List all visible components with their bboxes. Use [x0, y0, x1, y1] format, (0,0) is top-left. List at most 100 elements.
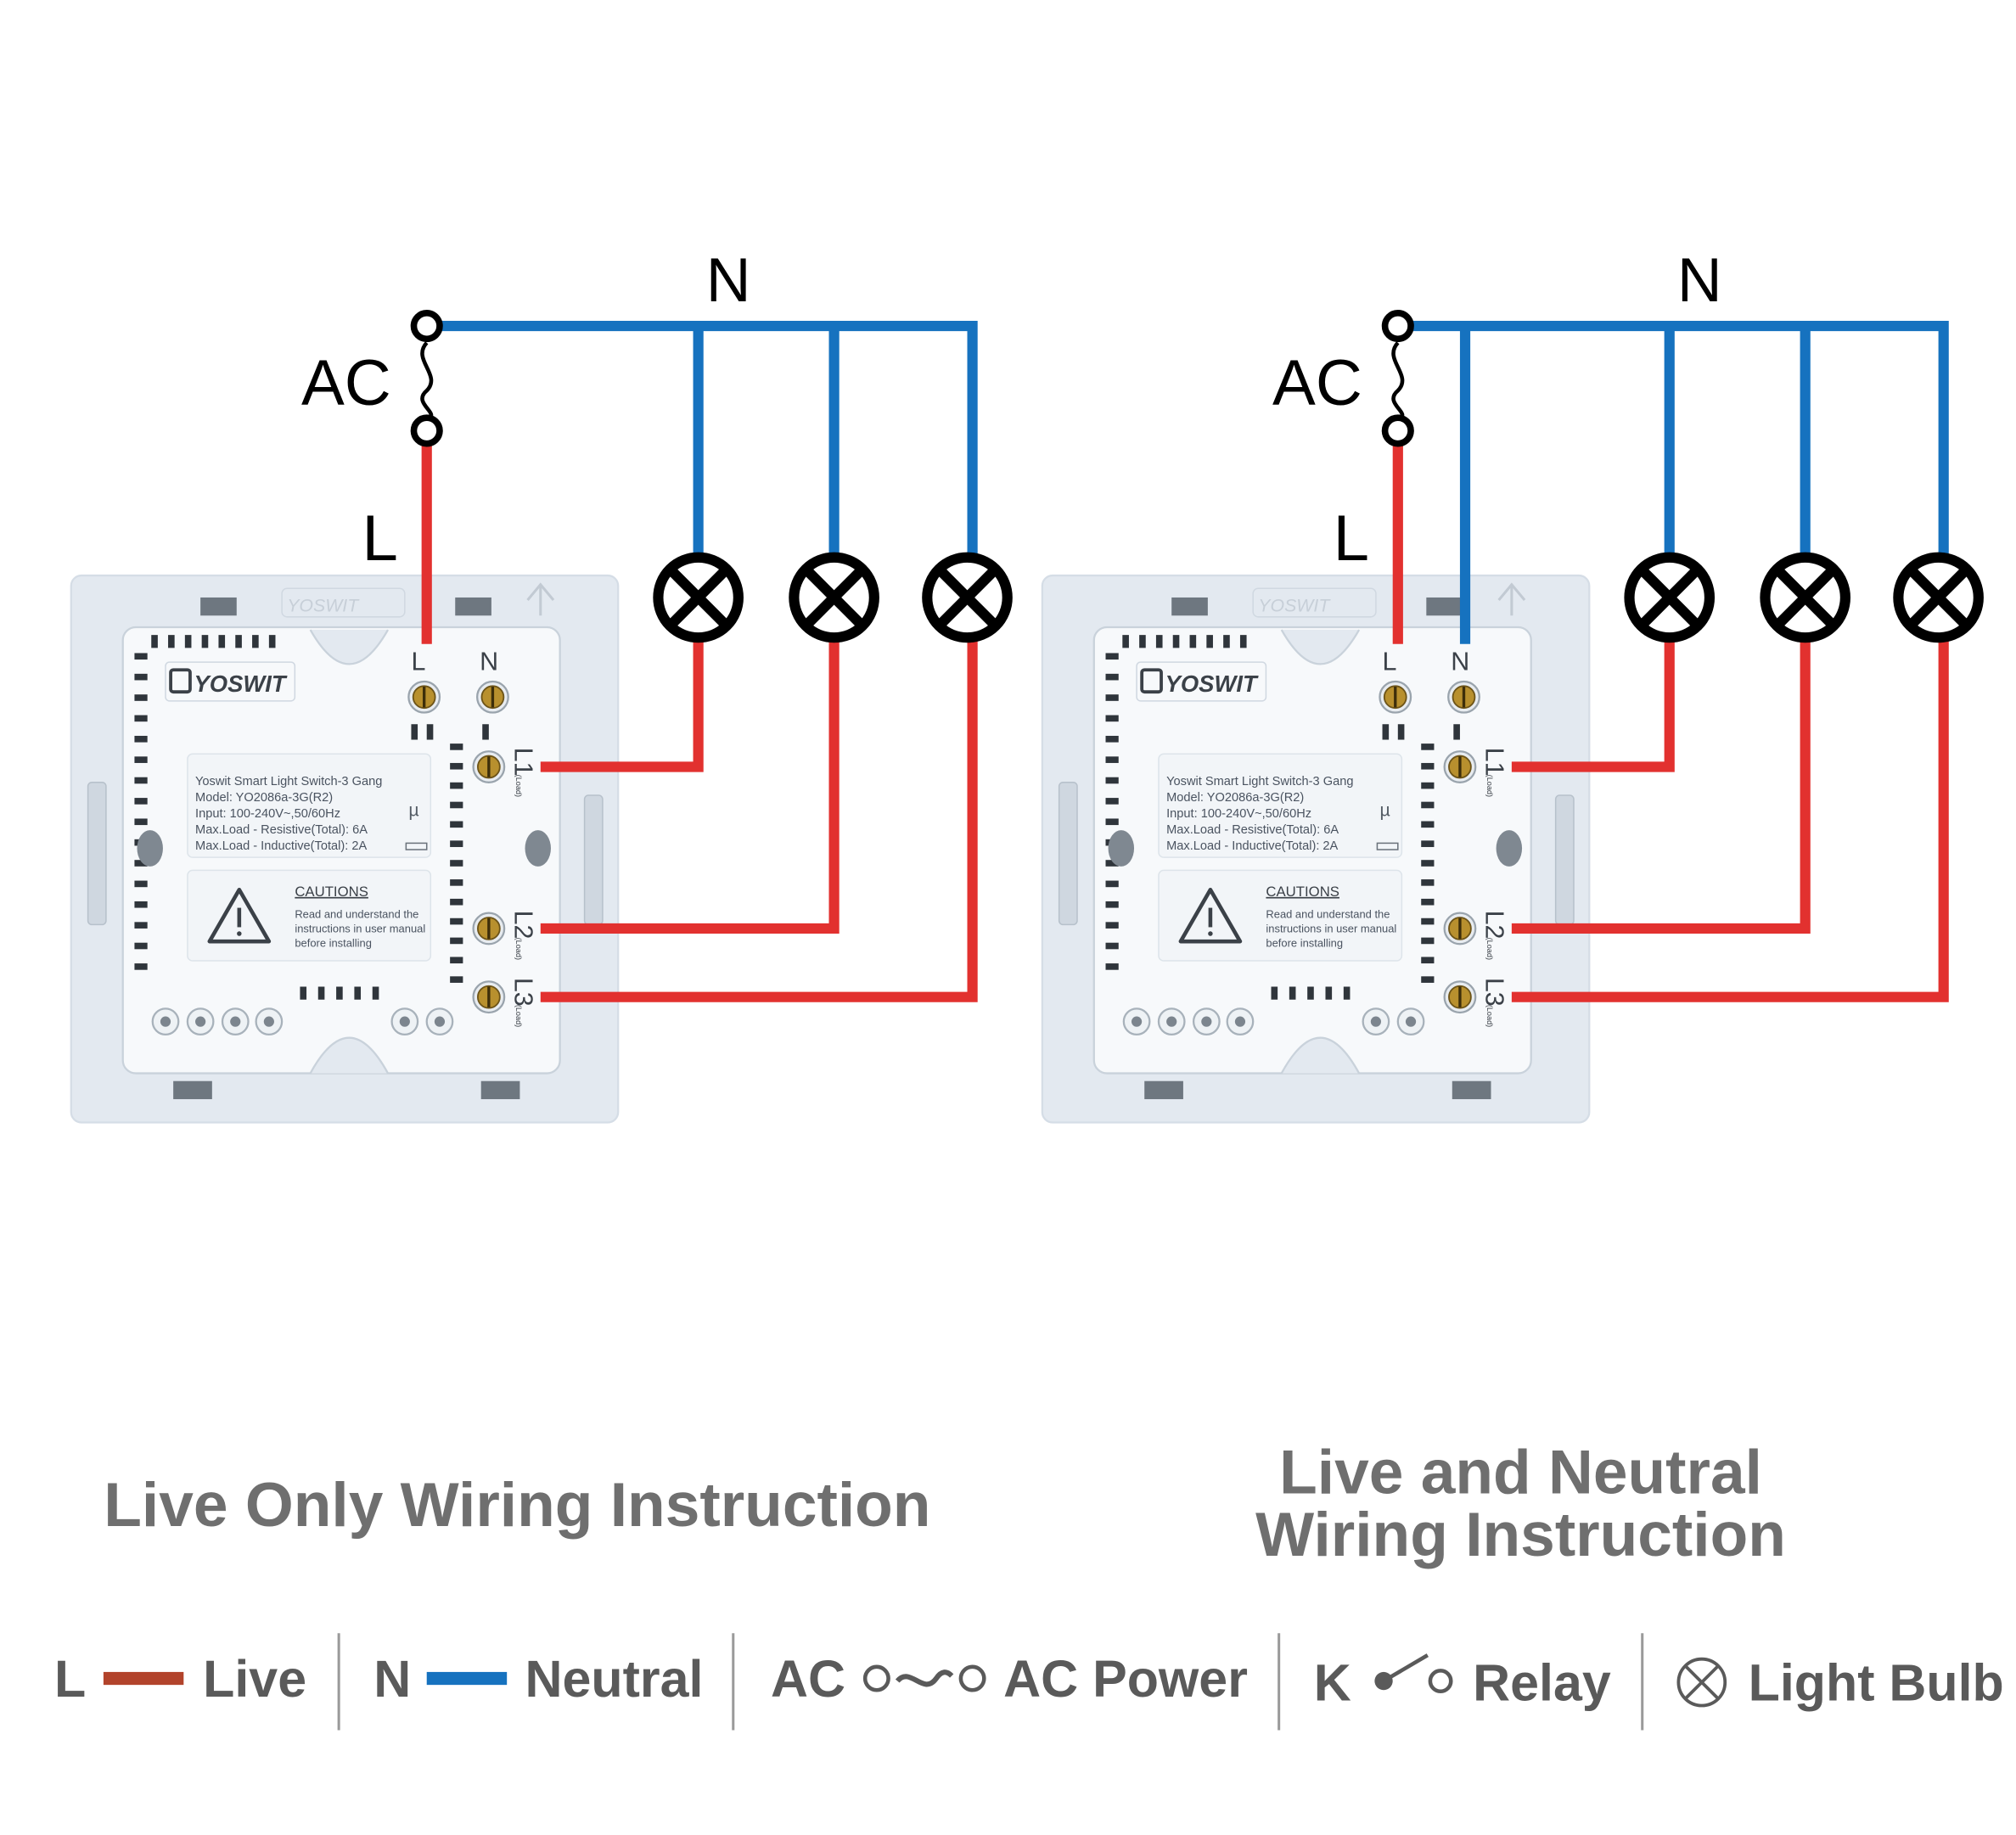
- bottom-terminal-core: [399, 1016, 410, 1027]
- cautions-title: CAUTIONS: [1266, 884, 1339, 900]
- screw-terminal-n: [475, 680, 509, 714]
- ac-symbol-terminal: [958, 1664, 986, 1692]
- vent-slot: [1105, 860, 1119, 867]
- output-label-l2: L2(Load): [1480, 911, 1508, 960]
- ac-terminal-bottom: [1381, 414, 1414, 447]
- terminal-stub: [1453, 724, 1460, 740]
- mount-hole-left: [1108, 830, 1135, 867]
- output-label-l1: L1(Load): [508, 748, 537, 797]
- brand-logo-text: YOSWIT: [1165, 671, 1259, 697]
- output-load-text: (Load): [514, 1005, 523, 1027]
- ac-label: AC: [301, 347, 391, 419]
- vent-slot: [1105, 653, 1119, 660]
- relay-arm: [1382, 1653, 1429, 1683]
- up-arrow-icon: [526, 582, 555, 616]
- bulb-cross-b: [668, 568, 728, 627]
- spec-line: Model: YO2086a-3G(R2): [1166, 791, 1304, 805]
- mount-hole-left: [137, 830, 163, 867]
- live-label: L: [362, 502, 398, 575]
- bulb-legend-cross: [1683, 1664, 1720, 1701]
- vent-slot: [450, 918, 463, 925]
- light-bulb-icon: [789, 552, 879, 643]
- vent-slot: [1271, 986, 1278, 1000]
- vent-slot: [235, 635, 242, 648]
- vent-slot: [201, 635, 209, 648]
- vent-slot: [1105, 694, 1119, 701]
- vent-slot: [1421, 937, 1435, 945]
- vent-slot: [1289, 986, 1296, 1000]
- legend-key-relay: K: [1314, 1653, 1351, 1711]
- plate-slot: [1426, 597, 1463, 616]
- vent-slot: [450, 782, 463, 789]
- cautions-line: Read and understand the: [295, 908, 418, 921]
- plate-slot: [455, 597, 491, 616]
- screw-terminal-l3: [1443, 980, 1477, 1014]
- screw-terminal-l2: [1443, 912, 1477, 946]
- vent-slot: [1421, 898, 1435, 906]
- output-label-l2: L2(Load): [508, 911, 537, 960]
- vent-slot: [1105, 715, 1119, 722]
- legend-label-neutral: Neutral: [525, 1650, 704, 1708]
- vent-slot: [1421, 821, 1435, 828]
- warning-triangle-icon: [207, 887, 272, 944]
- vent-slot: [1421, 976, 1435, 983]
- plate-slot: [200, 597, 237, 616]
- vent-slot: [134, 860, 148, 867]
- vent-slot: [1105, 798, 1119, 805]
- vent-slot: [134, 735, 148, 743]
- vent-slot: [1206, 635, 1213, 648]
- vent-slot: [1421, 879, 1435, 886]
- legend-ac-source-icon: [862, 1664, 986, 1692]
- output-label-text: L1: [1480, 748, 1508, 777]
- vent-slot: [1421, 840, 1435, 847]
- output-label-text: L2: [508, 911, 537, 940]
- legend-bulb-icon: [1676, 1657, 1727, 1708]
- vent-slot: [450, 762, 463, 770]
- light-bulb-icon: [922, 552, 1013, 643]
- legend-key-ac: AC: [771, 1650, 845, 1708]
- side-rail-left: [87, 782, 107, 926]
- vent-slot: [336, 986, 343, 1000]
- vent-slot: [450, 801, 463, 809]
- output-load-text: (Load): [1485, 1005, 1494, 1027]
- ac-tilde-icon: [420, 341, 434, 421]
- light-bulb-icon: [653, 552, 744, 643]
- bottom-terminal-core: [195, 1016, 206, 1027]
- vent-slot: [134, 673, 148, 681]
- vent-slot: [1421, 860, 1435, 867]
- module-top-notch: [309, 629, 390, 665]
- screw-terminal-l2: [472, 912, 506, 946]
- vent-slot: [1155, 635, 1163, 648]
- vent-slot: [134, 798, 148, 805]
- plate-slot: [1452, 1080, 1491, 1100]
- vent-slot: [1189, 635, 1197, 648]
- vent-slot: [1325, 986, 1333, 1000]
- spec-line: Max.Load - Resistive(Total): 6A: [195, 823, 368, 837]
- screw-terminal-l: [407, 680, 441, 714]
- terminal-label-l: L: [1383, 647, 1397, 676]
- vent-slot: [218, 635, 226, 648]
- bottom-terminal-core: [1405, 1016, 1417, 1027]
- spec-line: Input: 100-240V~,50/60Hz: [195, 807, 340, 821]
- brand-logo-icon: [169, 668, 192, 694]
- output-label-l3: L3(Load): [508, 978, 537, 1027]
- vent-slot: [1421, 918, 1435, 925]
- output-load-text: (Load): [1485, 775, 1494, 797]
- side-rail-left: [1058, 782, 1078, 926]
- diagram-caption: Live Only Wiring Instruction: [104, 1471, 930, 1540]
- vent-slot: [1105, 777, 1119, 784]
- vent-slot: [134, 777, 148, 784]
- terminal-stub: [1382, 724, 1390, 740]
- output-label-l3: L3(Load): [1480, 978, 1508, 1027]
- legend-label-live: Live: [203, 1650, 306, 1708]
- legend-key-live: L: [54, 1650, 86, 1708]
- bulb-cross-b: [937, 568, 997, 627]
- bulb-cross-b: [1908, 568, 1968, 627]
- bottom-terminal-core: [1370, 1016, 1382, 1027]
- bulb-cross-b: [804, 568, 864, 627]
- terminal-label-l: L: [411, 647, 425, 676]
